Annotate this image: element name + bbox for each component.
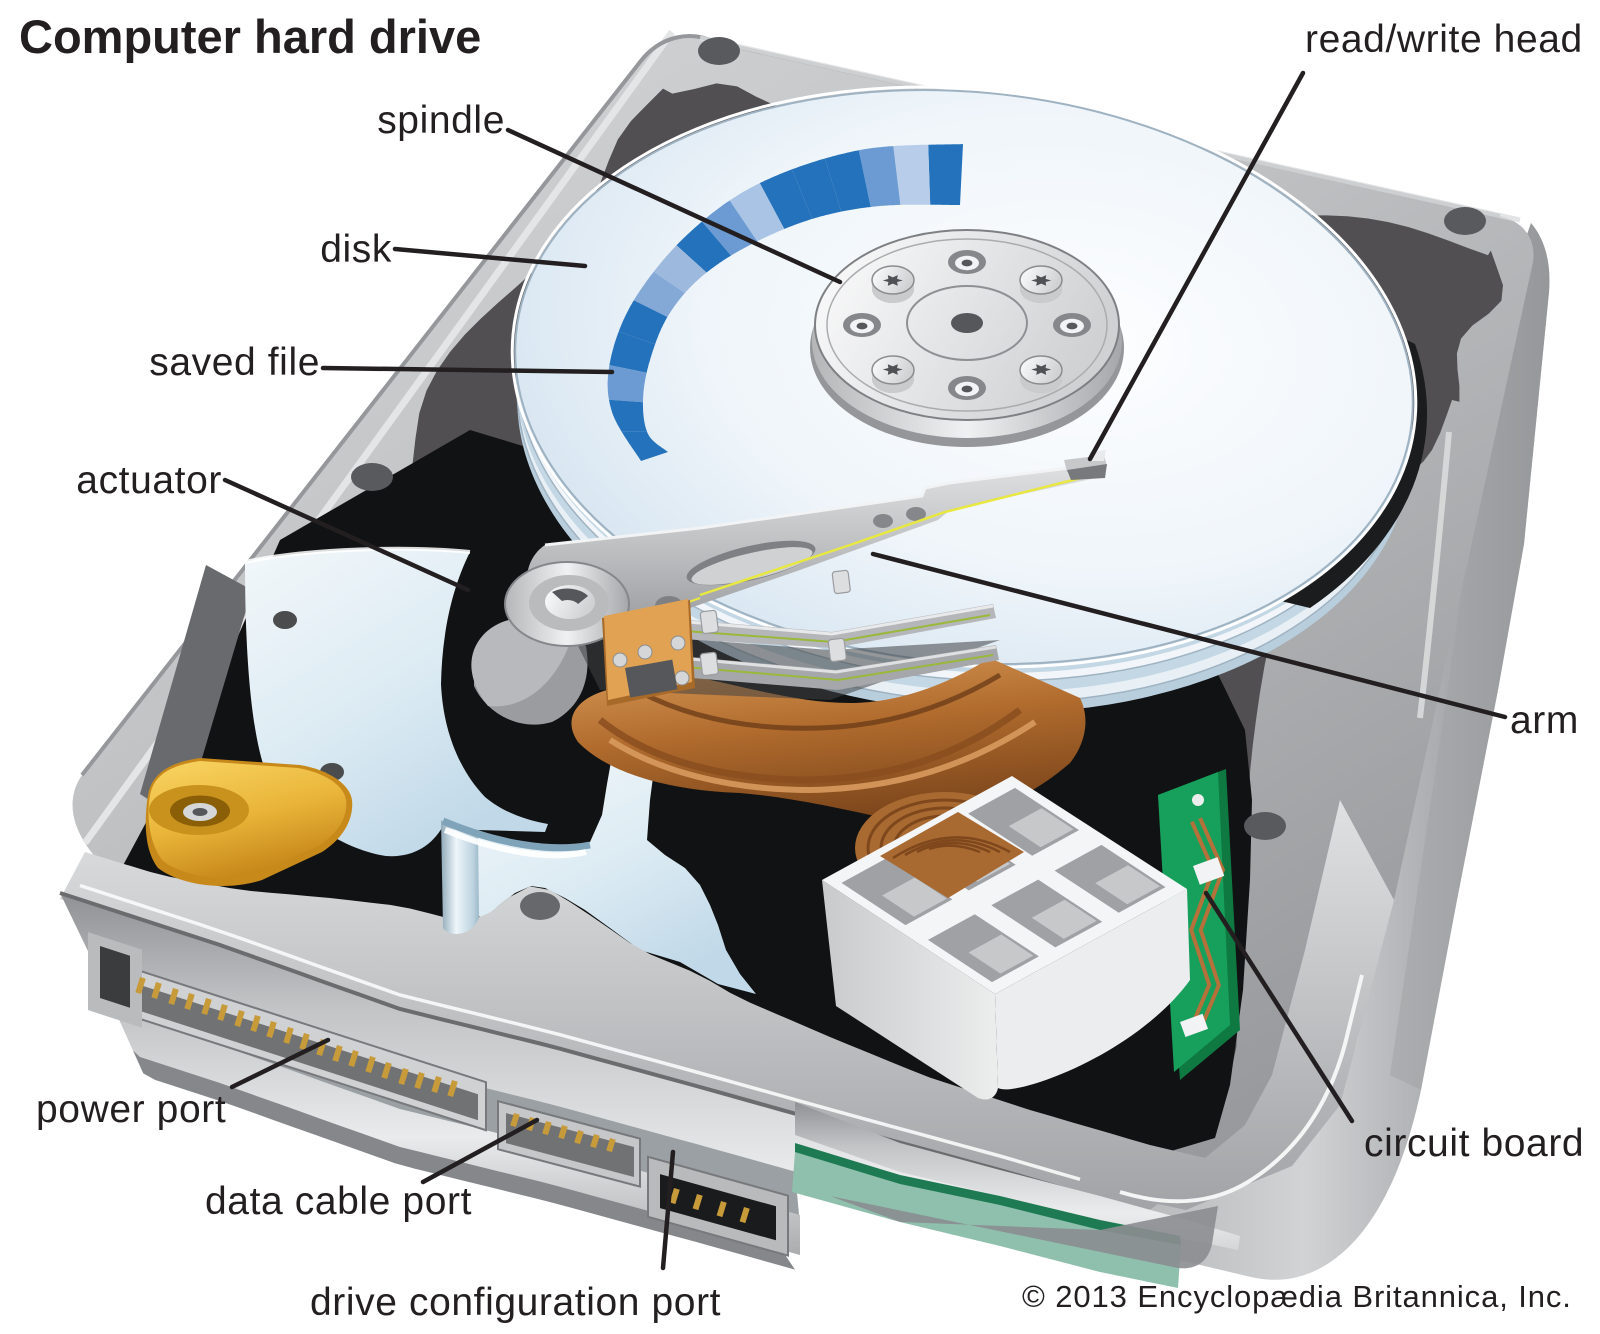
svg-text:circuit board: circuit board [1364,1122,1584,1165]
svg-text:saved file: saved file [149,341,320,384]
svg-text:© 2013 Encyclopædia Britannica: © 2013 Encyclopædia Britannica, Inc. [1022,1279,1572,1314]
svg-text:disk: disk [320,228,392,271]
svg-text:spindle: spindle [377,99,505,142]
svg-text:arm: arm [1510,699,1579,742]
svg-text:data cable port: data cable port [205,1180,472,1223]
svg-text:power port: power port [36,1088,226,1131]
svg-text:Computer hard drive: Computer hard drive [19,10,481,63]
svg-text:actuator: actuator [76,459,222,502]
svg-text:drive configuration port: drive configuration port [310,1281,721,1324]
svg-text:read/write head: read/write head [1305,18,1583,61]
